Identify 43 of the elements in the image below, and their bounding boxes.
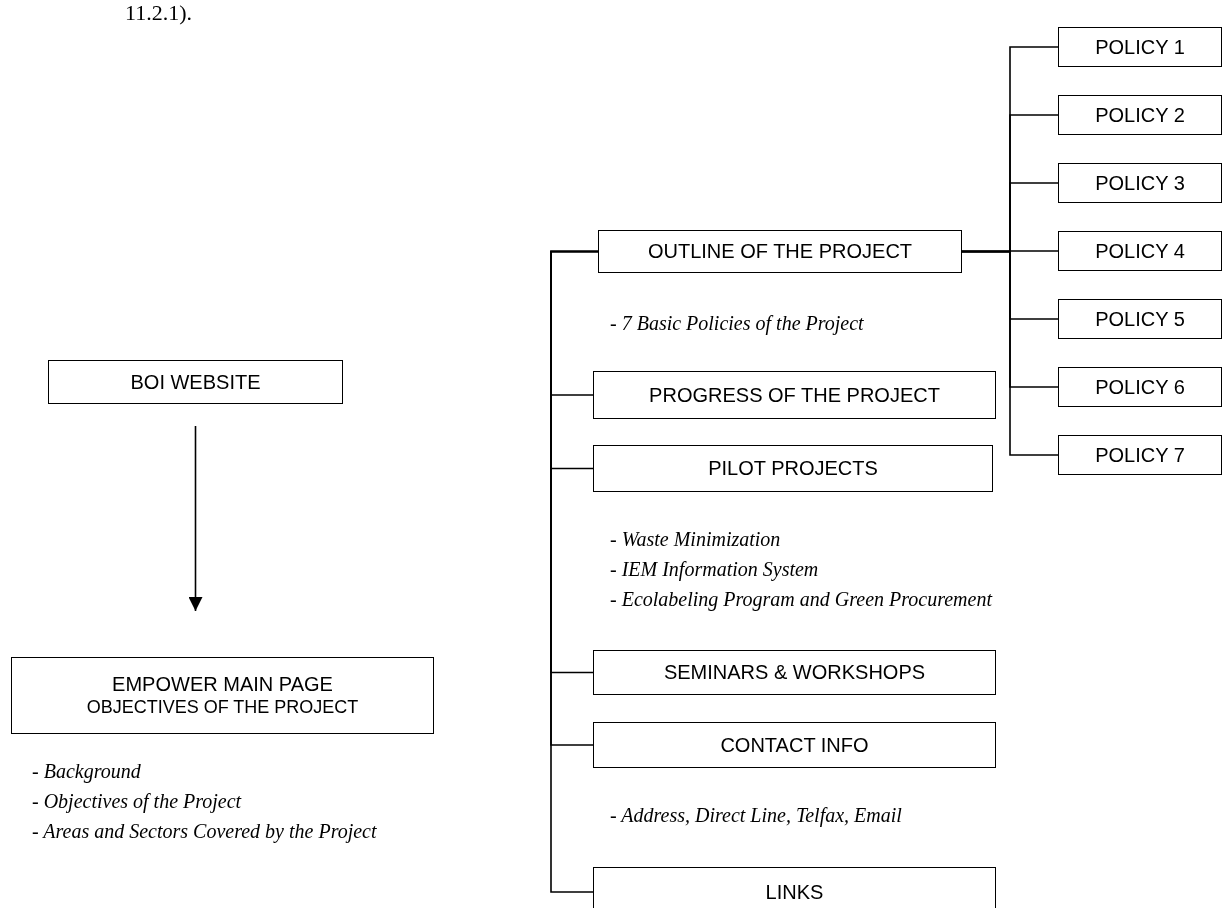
page-box [598,230,962,273]
arrow [188,425,203,612]
box-title: EMPOWER MAIN PAGE [112,672,333,696]
box-title: PROGRESS OF THE PROJECT [649,383,940,407]
box-title: LINKS [765,880,824,904]
page-box [48,360,343,404]
box-title: POLICY 1 [1095,35,1185,59]
page-box [593,650,996,695]
box-title: PILOT PROJECTS [708,457,878,480]
bullet-note: - Ecolabeling Program and Green Procurement [610,587,994,613]
box-title: BOI WEBSITE [130,370,261,394]
page-box [11,657,434,734]
page-box [1058,367,1222,407]
bullet-note: - 7 Basic Policies of the Project [610,311,865,337]
connector-line [550,250,599,893]
box-title: POLICY 4 [1095,239,1185,263]
page-box [593,445,993,492]
bullet-note: - Objectives of the Project [32,789,243,815]
bullet-note: - Waste Minimization [610,527,782,552]
page-box [1058,231,1222,271]
page-box [1058,27,1222,67]
page-box [1058,95,1222,135]
box-title: POLICY 7 [1095,443,1185,467]
box-title: POLICY 3 [1095,171,1185,195]
box-title: POLICY 5 [1095,307,1185,331]
connector-line [961,250,1059,456]
box-title: OUTLINE OF THE PROJECT [647,240,913,263]
box-title: POLICY 2 [1095,103,1185,127]
section-number: 11.2.1). [125,0,192,26]
box-title: POLICY 6 [1095,375,1185,399]
page-box [1058,435,1222,475]
page-box [1058,163,1222,203]
page-box [593,867,996,908]
box-title: CONTACT INFO [720,733,869,757]
bullet-note: - Address, Direct Line, Telfax, Email [610,803,903,829]
bullet-note: - Background [32,759,142,785]
page-box [593,371,996,419]
bullet-note: - IEM Information System [610,557,820,583]
bullet-note: - Areas and Sectors Covered by the Project [32,819,378,845]
box-subtitle: OBJECTIVES OF THE PROJECT [86,695,359,719]
box-title: SEMINARS & WORKSHOPS [663,661,926,684]
page-box [593,722,996,768]
page-box [1058,299,1222,339]
